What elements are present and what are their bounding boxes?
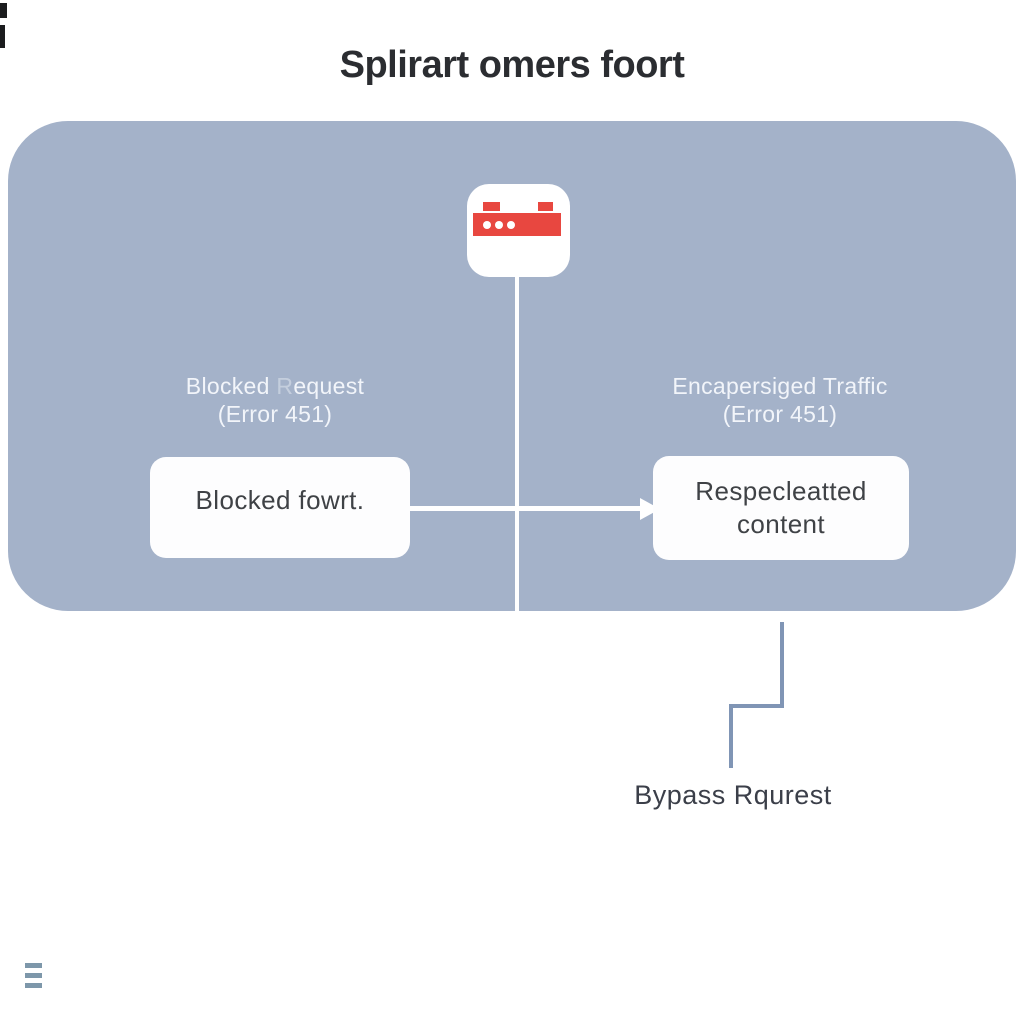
router-led	[483, 221, 491, 229]
encapsulated-traffic-label: Encapersiged Traffic (Error 451)	[620, 372, 940, 428]
blocked-request-label: Blocked Request (Error 451)	[125, 372, 425, 428]
router-antenna-right	[538, 202, 553, 211]
router-antenna-left	[483, 202, 500, 211]
blocked-request-label-line1: Blocked Request	[185, 373, 365, 399]
redirected-content-box: Respecleatted content	[653, 456, 909, 560]
bypass-connector-line	[729, 704, 733, 768]
menu-bar	[25, 983, 42, 988]
bypass-connector-line	[780, 622, 784, 708]
edge-artifact-mark	[0, 25, 5, 48]
edge-artifact-mark	[0, 3, 7, 18]
menu-bar	[25, 963, 42, 968]
encapsulated-traffic-label-line2: (Error 451)	[722, 401, 838, 427]
router-front-bar	[473, 213, 561, 236]
router-connector-line	[515, 277, 519, 611]
router-icon	[467, 184, 570, 277]
ghost-letter: R	[276, 373, 294, 399]
hamburger-menu-icon[interactable]	[25, 963, 42, 988]
bypass-connector-line	[729, 704, 784, 708]
diagram-title: Splirart omers foort	[339, 44, 685, 86]
flow-arrow-shaft	[410, 506, 642, 511]
redirected-content-box-text: Respecleatted content	[695, 476, 867, 539]
blocked-request-box-text: Blocked fowrt.	[195, 485, 365, 515]
bypass-request-label: Bypass Rqurest	[634, 780, 832, 810]
blocked-request-label-line2: (Error 451)	[217, 401, 333, 427]
router-led	[495, 221, 503, 229]
router-led	[507, 221, 515, 229]
encapsulated-traffic-label-line1: Encapersiged Traffic	[672, 373, 888, 399]
menu-bar	[25, 973, 42, 978]
network-panel: Blocked Request (Error 451) Encapersiged…	[8, 121, 1016, 611]
blocked-request-box: Blocked fowrt.	[150, 457, 410, 558]
